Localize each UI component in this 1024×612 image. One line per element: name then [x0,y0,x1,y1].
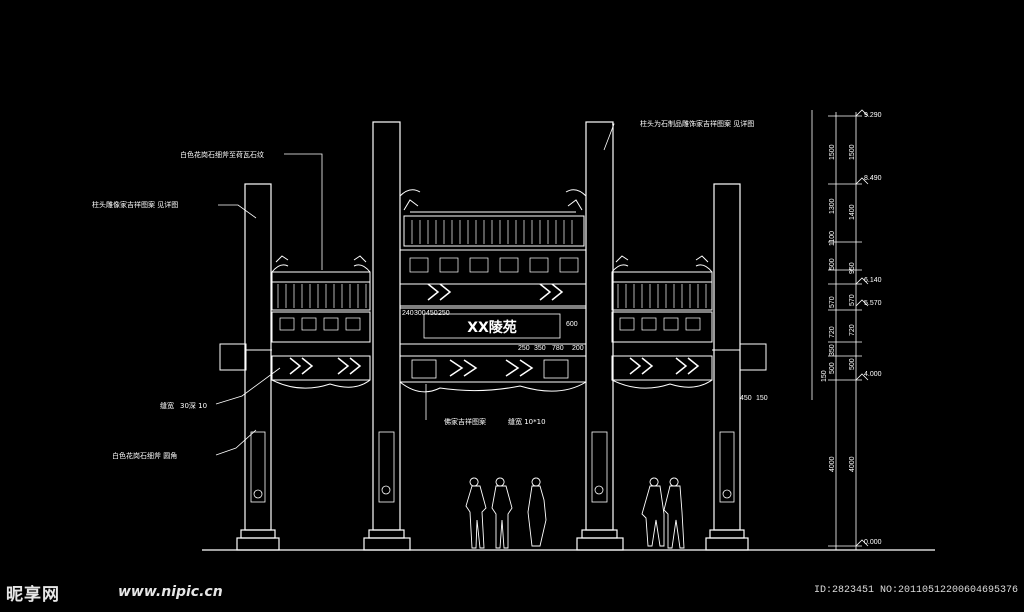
vdim-b-1: 1500 [849,144,856,160]
annotation-center-seam: 缝宽 10*10 [508,417,546,426]
beam-dim-1: 240 [402,310,414,317]
beam-dim-5: 250 [518,345,530,352]
annotation-left-mid-b: 30深 10 [180,401,207,410]
beam-dim-6: 350 [534,345,546,352]
annotation-left-mid-a: 缝宽 [160,401,174,410]
vdim-a-7: 350 [829,344,836,356]
beam-dim-3: 450 [426,310,438,317]
annotation-top-left: 白色花岗石细斧至荷瓦石纹 [180,150,264,159]
annotation-left-lower: 白色花岗石细斧 圆角 [112,451,177,460]
beam-width-dim: 600 [566,321,578,328]
vdim-b-6: 500 [849,358,856,370]
vdim-a-4: 500 [829,258,836,270]
leader-lines [215,123,615,456]
vdim-a-9: 4000 [829,456,836,472]
right-side-roof [611,255,713,343]
side-label-dim: 450 [740,395,752,402]
elevation-4: 5.570 [864,300,882,307]
left-side-roof [271,255,371,343]
vdim-c-1: 150 [821,370,828,382]
elevation-6: 0.000 [864,539,882,546]
image-id-text: ID:2823451 NO:20110512200604695376 [813,585,1018,596]
side-label-dim-b: 150 [756,395,768,402]
beam-dim-4: 250 [438,310,450,317]
column-inner-left [363,121,411,551]
vertical-dimension-chain [811,109,869,550]
vertical-dim-values-a: 1500 1300 1100 500 570 720 350 500 4000 [829,144,836,472]
vdim-b-4: 570 [849,294,856,306]
annotation-center-lower: 佛家吉祥图案 [444,417,486,426]
side-beams [219,343,767,389]
site-logo: 昵享网 [6,585,60,605]
vdim-b-5: 720 [849,324,856,336]
vdim-b-3: 950 [849,262,856,274]
elevation-2: 8.490 [864,175,882,182]
vdim-a-8: 500 [829,362,836,374]
column-outer-left [236,183,280,551]
elevation-5: 4.000 [864,371,882,378]
human-figures [465,477,685,549]
vdim-a-5: 570 [829,296,836,308]
column-inner-right [576,121,624,551]
central-beams [399,283,587,393]
beam-dim-7: 780 [552,345,564,352]
central-roof [399,189,587,285]
elevation-3: 6.140 [864,277,882,284]
site-url: www.nipic.cn [118,584,223,600]
annotation-top-right: 柱头为石制品雕饰家吉祥图案 见详图 [640,119,754,128]
beam-dim-8: 200 [572,345,584,352]
beam-dim-2: 300 [414,310,426,317]
vdim-a-3: 1100 [829,231,836,246]
column-outer-right [705,183,749,551]
vertical-dim-values-b: 1500 1400 950 570 720 500 4000 [849,144,856,472]
vdim-b-7: 4000 [849,456,856,472]
vdim-a-2: 1300 [829,198,836,214]
sign-text: XX陵苑 [467,319,517,336]
annotation-left-upper: 柱头雕像家吉祥图案 见详图 [92,200,178,209]
vdim-b-2: 1400 [849,204,856,220]
vdim-a-1: 1500 [829,144,836,160]
elevation-1: 9.290 [864,112,882,119]
vdim-a-6: 720 [829,326,836,338]
